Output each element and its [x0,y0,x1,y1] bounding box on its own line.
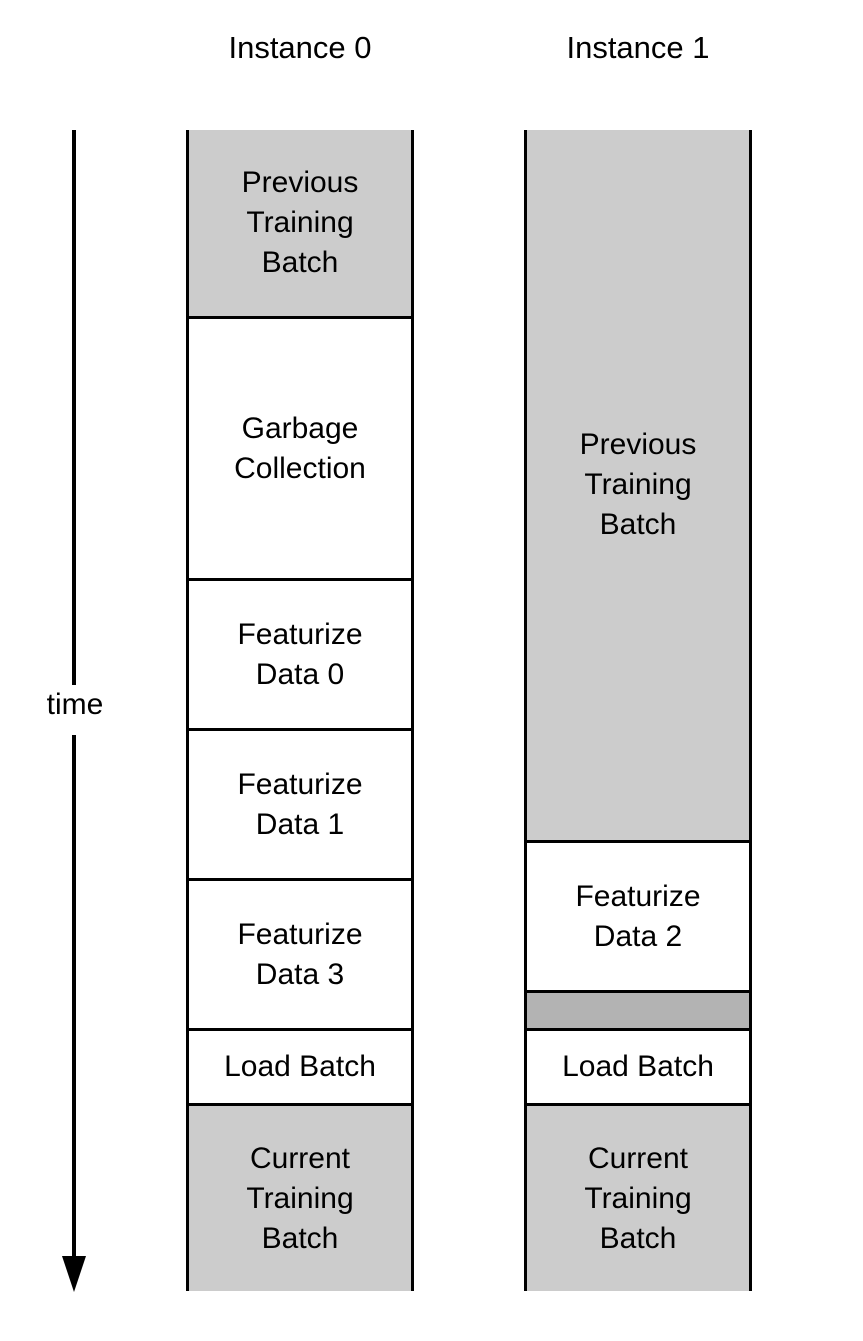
time-axis [72,130,76,1260]
instance-1-current-training-batch: Current Training Batch [527,1106,749,1291]
divider [189,878,411,881]
divider [189,1028,411,1031]
block-label: Featurize Data 2 [575,879,701,953]
divider [527,1103,749,1106]
block-label: Previous Training Batch [579,428,697,541]
instance-0-previous-training-batch: Previous Training Batch [189,130,411,316]
arrow-down-icon [62,1256,86,1292]
divider [527,990,749,993]
instance-0-column: Previous Training Batch Garbage Collecti… [186,130,414,1291]
instance-0-header: Instance 0 [228,30,372,65]
instance-1-idle-gap [527,993,749,1028]
time-axis-label: time [46,688,104,721]
instance-0-garbage-collection: Garbage Collection [189,319,411,578]
block-label: Featurize Data 0 [237,617,363,691]
instance-1-featurize-data-2: Featurize Data 2 [527,843,749,990]
instance-1-column: Previous Training Batch Featurize Data 2… [524,130,752,1291]
block-label: Current Training Batch [246,1141,354,1255]
instance-1-load-batch: Load Batch [527,1031,749,1103]
divider [189,728,411,731]
time-axis-line-upper [72,130,76,685]
instance-0-featurize-data-0: Featurize Data 0 [189,581,411,728]
block-label: Previous Training Batch [241,166,359,279]
block-label: Load Batch [224,1050,376,1083]
divider [189,578,411,581]
time-axis-line-lower [72,735,76,1260]
instance-1-header: Instance 1 [566,30,710,65]
instance-0-featurize-data-3: Featurize Data 3 [189,881,411,1028]
block-label: Current Training Batch [584,1141,692,1255]
instance-0-featurize-data-1: Featurize Data 1 [189,731,411,878]
divider [527,840,749,843]
divider [189,1103,411,1106]
block-label: Featurize Data 1 [237,767,363,841]
instance-0-current-training-batch: Current Training Batch [189,1106,411,1291]
block-label: Load Batch [562,1050,714,1083]
block-label: Garbage Collection [234,411,366,485]
divider [527,1028,749,1031]
divider [189,316,411,319]
instance-0-load-batch: Load Batch [189,1031,411,1103]
block-label: Featurize Data 3 [237,917,363,991]
instance-1-previous-training-batch: Previous Training Batch [527,130,749,840]
